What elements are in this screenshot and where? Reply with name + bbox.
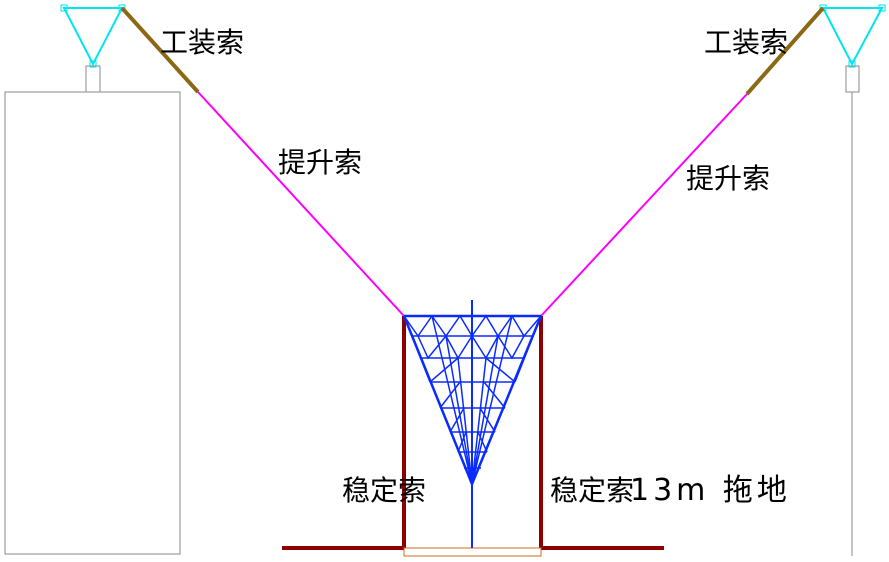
- label-hoist-cable-left: 提升索: [278, 146, 362, 179]
- left-building: [4, 91, 181, 555]
- right-mast-post: [845, 65, 860, 93]
- rigging-cable-left: [120, 6, 200, 94]
- label-rigging-cable-right: 工装索: [704, 26, 788, 59]
- stabilizer-cables: [282, 315, 664, 550]
- hoist-cable-left: [197, 91, 405, 317]
- base-plate: [403, 547, 542, 557]
- left-tower-frame: [60, 4, 126, 68]
- hoist-cable-right: [540, 93, 748, 317]
- label-stabilizer-cable-right: 稳定索: [550, 474, 634, 507]
- left-mast-post: [85, 65, 101, 93]
- label-rigging-cable-left: 工装索: [160, 26, 244, 59]
- rigging-cable-right: [745, 6, 825, 96]
- label-hoist-cable-right: 提升索: [686, 162, 770, 195]
- inverted-cone-truss: [402, 300, 543, 548]
- label-drag-note: 13m 拖地: [630, 473, 791, 508]
- right-tower-frame: [819, 4, 886, 68]
- label-stabilizer-cable-left: 稳定索: [342, 474, 426, 507]
